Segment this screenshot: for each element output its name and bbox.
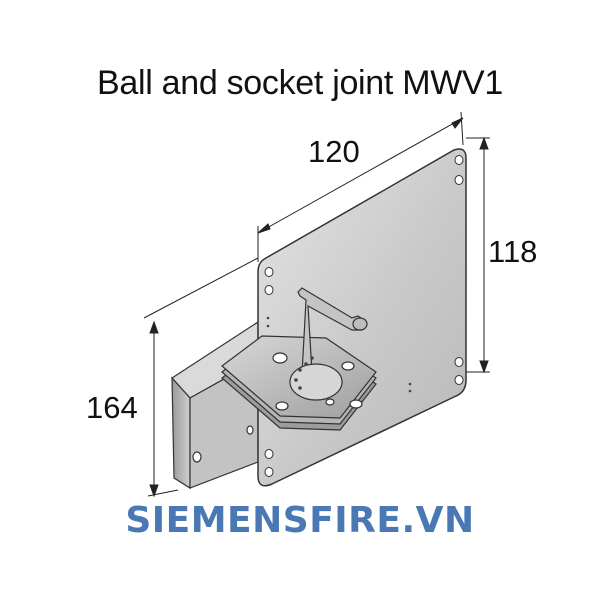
dimension-depth-label: 164 <box>86 390 138 425</box>
ball-socket-assembly <box>221 287 377 431</box>
mounting-holes <box>264 155 464 477</box>
dimension-width-label: 120 <box>308 134 360 169</box>
diagram-title: Ball and socket joint MWV1 <box>96 64 504 102</box>
side-bracket <box>171 320 259 490</box>
back-plate <box>257 148 467 487</box>
dimension-height-label: 118 <box>488 234 538 269</box>
watermark-text: SIEMENSFIRE.VN <box>125 500 475 541</box>
dimension-lines <box>143 111 490 498</box>
dim-width-line <box>257 117 464 234</box>
